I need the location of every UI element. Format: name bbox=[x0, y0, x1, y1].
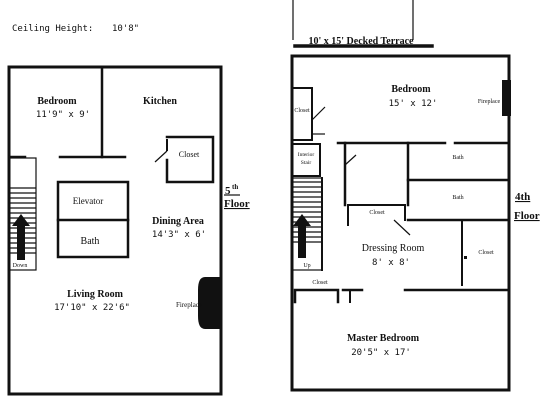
fourth-stair-treads bbox=[292, 181, 322, 243]
terrace-label: 10' x 15' Decked Terrace bbox=[309, 36, 415, 47]
closet-walls bbox=[165, 135, 215, 184]
fourth-stair-label: Up bbox=[303, 263, 310, 269]
master-bedroom-label: Master Bedroom bbox=[347, 333, 420, 344]
top-closet-door bbox=[311, 106, 326, 121]
fifth-bedroom-label: Bedroom bbox=[37, 96, 77, 107]
living-room-label: Living Room bbox=[67, 289, 124, 300]
fourth-stair-arrow-icon bbox=[293, 214, 311, 258]
bath-2-label: Bath bbox=[452, 195, 463, 201]
kitchen-label: Kitchen bbox=[143, 96, 177, 107]
fifth-closet-label: Closet bbox=[179, 150, 200, 159]
mid-closet-door bbox=[393, 219, 411, 236]
fourth-bedroom-dims: 15' x 12' bbox=[389, 99, 438, 109]
ceiling-height-value: 10'8" bbox=[112, 24, 139, 34]
bath-1-label: Bath bbox=[452, 155, 463, 161]
fifth-floor-plan: Bedroom 11'9" x 9' Kitchen Closet Elevat… bbox=[7, 65, 250, 396]
fourth-fireplace-icon bbox=[502, 80, 511, 116]
fifth-bedroom-dims: 11'9" x 9' bbox=[36, 110, 90, 120]
closet-marker bbox=[464, 256, 467, 259]
fourth-floor-plan: 10' x 15' Decked Terrace Bedroom 15' x 1… bbox=[290, 0, 540, 392]
top-closet-label: Closet bbox=[294, 108, 310, 114]
dining-area-label: Dining Area bbox=[152, 216, 204, 227]
fifth-bath-label: Bath bbox=[81, 236, 100, 247]
dressing-room-dims: 8' x 8' bbox=[372, 258, 410, 268]
master-bedroom-dims: 20'5" x 17' bbox=[351, 348, 411, 358]
fifth-floor-word: Floor bbox=[224, 198, 250, 210]
fireplace-icon bbox=[198, 277, 221, 329]
fifth-floor-superscript: th bbox=[232, 183, 238, 191]
low-closet-walls bbox=[293, 288, 340, 304]
fifth-stair-outline bbox=[8, 157, 37, 271]
dressing-room-label: Dressing Room bbox=[362, 243, 425, 254]
closet-door-swing bbox=[154, 150, 168, 163]
interior-stair-box bbox=[291, 143, 321, 177]
stair-arrow-icon bbox=[12, 214, 30, 260]
fourth-floor-word: Floor bbox=[514, 210, 540, 222]
interior-stair-label-1: Interior bbox=[298, 152, 315, 158]
right-closet-label: Closet bbox=[478, 250, 494, 256]
fifth-fireplace-label: Fireplace bbox=[176, 301, 202, 309]
fourth-fireplace-label: Fireplace bbox=[478, 99, 501, 105]
living-room-dims: 17'10" x 22'6" bbox=[54, 303, 130, 313]
fifth-floor-number: 5 bbox=[225, 185, 231, 197]
dining-area-dims: 14'3" x 6' bbox=[152, 230, 206, 240]
top-closet-walls bbox=[291, 87, 313, 141]
mid-door-swing bbox=[344, 154, 357, 166]
fourth-floor-number: 4th bbox=[515, 191, 530, 203]
fourth-bedroom-label: Bedroom bbox=[391, 84, 431, 95]
elevator-label: Elevator bbox=[73, 196, 104, 206]
ceiling-height-label: Ceiling Height: bbox=[12, 24, 93, 34]
mid-closet-walls bbox=[347, 204, 406, 226]
fifth-stair-label: Down bbox=[13, 263, 28, 269]
interior-stair-label-2: Stair bbox=[301, 160, 312, 166]
low-closet-label: Closet bbox=[312, 280, 328, 286]
mid-closet-label: Closet bbox=[369, 210, 385, 216]
